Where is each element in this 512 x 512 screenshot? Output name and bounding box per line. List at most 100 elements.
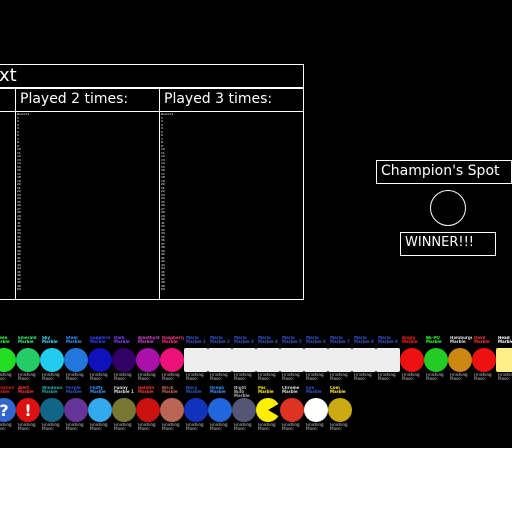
round-number: 21 (17, 185, 21, 190)
round-number: 2 (17, 119, 19, 123)
round-number: 38 (17, 245, 21, 249)
green-marble-icon (0, 348, 16, 372)
marble-name: Pac Marble (258, 386, 274, 394)
marble-name: Angry Marble (402, 336, 418, 344)
round-number: 6 (161, 133, 163, 137)
marble-name: Eye Marble (306, 386, 322, 394)
marble-name: Mario Marble 5 (282, 336, 302, 344)
mario-sketch-1-icon (184, 348, 208, 372)
mario-sketch-4-icon (256, 348, 280, 372)
round-number: 42 (17, 259, 21, 263)
sky-marble-icon (40, 348, 64, 372)
round-number: 26 (161, 203, 165, 207)
marble-status: Finishing Place: (234, 423, 252, 431)
mario-sketch-3-icon (232, 348, 256, 372)
windows-logo-icon (40, 398, 64, 422)
marble-entry[interactable]: Funny Marble 1 Finishing Place: (112, 386, 136, 434)
marble-name: Raspberry Marble (162, 336, 184, 344)
mario-sketch-8-icon (352, 348, 376, 372)
marble-entry[interactable]: Question Marble?Finishing Place: (0, 386, 16, 434)
marble-name: Gelatin Marble (138, 386, 155, 394)
round-number: 37 (17, 241, 21, 246)
marble-name: Hamburger Marble (450, 336, 472, 344)
round-number: 3 (17, 122, 19, 127)
marble-name: Sky Marble (42, 336, 58, 344)
marble-status: Finishing Place: (450, 373, 468, 381)
round-number: 47 (17, 276, 21, 281)
marble-entry[interactable]: Alert Marble!Finishing Place: (16, 386, 40, 434)
marble-status: Finishing Place: (474, 373, 492, 381)
round-number: 40 (17, 252, 21, 256)
emerald-marble-icon (16, 348, 40, 372)
marble-name: Mario Marble 3 (234, 336, 254, 344)
column-header-2: Played 2 times: (15, 88, 160, 112)
marble-status: Finishing Place: (426, 373, 444, 381)
marble-name: Mario Marble 6 (306, 336, 326, 344)
round-number: 20 (161, 182, 165, 186)
marble-name: Head Marble (498, 336, 512, 344)
marble-name: Funny Marble 1 (114, 386, 134, 394)
game-screen: xt Played 2 times: Played 3 times: Round… (0, 0, 512, 448)
marble-status: Finishing Place: (42, 373, 60, 381)
marble-status: Finishing Place: (234, 373, 252, 381)
marble-name: Fluffy Marble (90, 386, 106, 394)
round-number: 19 (17, 178, 21, 183)
column-header-3: Played 3 times: (159, 88, 304, 112)
marble-status: Finishing Place: (114, 423, 132, 431)
devil-face-icon (472, 348, 496, 372)
round-number: 23 (161, 192, 165, 197)
round-number: 37 (161, 241, 165, 246)
marble-status: Finishing Place: (354, 373, 372, 381)
round-number: 20 (17, 182, 21, 186)
marble-entry[interactable]: Mario Marble 3 Finishing Place: (232, 336, 256, 384)
round-number: 1 (17, 115, 19, 120)
mario-sketch-7-icon (328, 348, 352, 372)
round-number: 50 (17, 287, 21, 291)
round-number: 23 (17, 192, 21, 197)
round-number: 41 (161, 255, 165, 260)
marble-name: Brick Marble (162, 386, 178, 394)
round-number: 5 (161, 129, 163, 134)
round-number: 5 (17, 129, 19, 134)
marble-status: Finishing Place: (402, 373, 420, 381)
round-number: 33 (17, 227, 21, 232)
round-number: 44 (161, 266, 165, 270)
marble-status: Finishing Place: (90, 423, 108, 431)
round-number: 35 (17, 234, 21, 239)
